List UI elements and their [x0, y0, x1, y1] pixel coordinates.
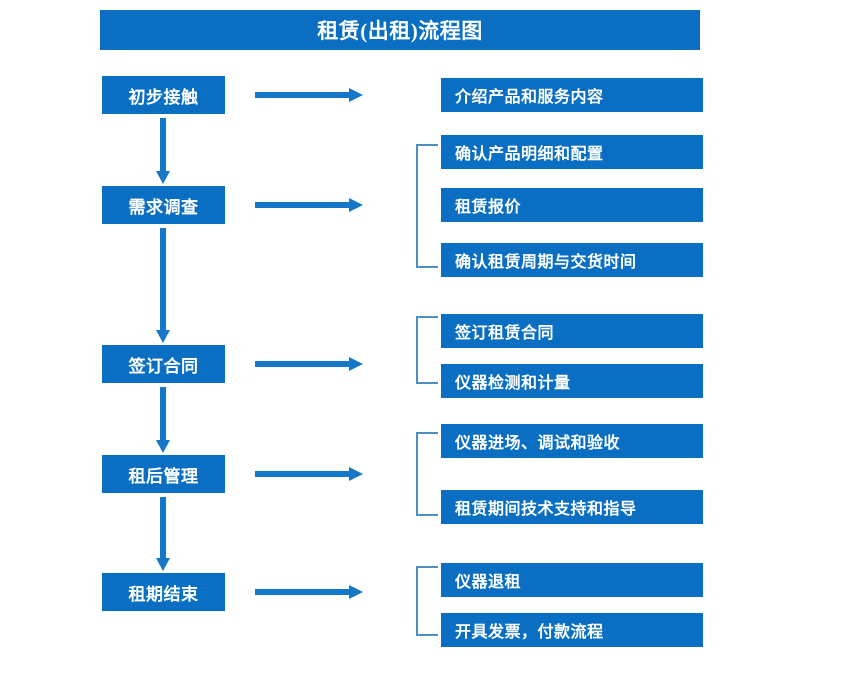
stage-box-5[interactable]: 租期结束 — [102, 573, 225, 611]
group-bracket-5 — [416, 566, 438, 636]
group-bracket-3 — [416, 316, 438, 384]
detail-box-1[interactable]: 介绍产品和服务内容 — [441, 78, 703, 112]
vertical-arrow-2 — [154, 228, 172, 343]
vertical-arrow-4 — [154, 497, 172, 571]
vertical-arrow-3 — [154, 387, 172, 453]
horizontal-arrow-4 — [255, 465, 365, 483]
detail-box-2[interactable]: 确认产品明细和配置 — [441, 135, 703, 169]
group-bracket-2 — [416, 144, 438, 268]
stage-box-2[interactable]: 需求调查 — [102, 186, 225, 224]
detail-box-4[interactable]: 确认租赁周期与交货时间 — [441, 243, 703, 277]
detail-box-10[interactable]: 开具发票，付款流程 — [441, 613, 703, 647]
horizontal-arrow-5 — [255, 583, 365, 601]
detail-box-3[interactable]: 租赁报价 — [441, 188, 703, 222]
detail-box-8[interactable]: 租赁期间技术支持和指导 — [441, 490, 703, 524]
group-bracket-4 — [416, 432, 438, 516]
detail-box-9[interactable]: 仪器退租 — [441, 563, 703, 597]
detail-box-7[interactable]: 仪器进场、调试和验收 — [441, 424, 703, 458]
horizontal-arrow-2 — [255, 196, 365, 214]
stage-box-4[interactable]: 租后管理 — [102, 455, 225, 493]
flowchart-title: 租赁(出租)流程图 — [100, 10, 700, 50]
stage-box-3[interactable]: 签订合同 — [102, 345, 225, 383]
detail-box-6[interactable]: 仪器检测和计量 — [441, 364, 703, 398]
horizontal-arrow-3 — [255, 355, 365, 373]
horizontal-arrow-1 — [255, 86, 365, 104]
stage-box-1[interactable]: 初步接触 — [102, 76, 225, 114]
vertical-arrow-1 — [154, 118, 172, 184]
detail-box-5[interactable]: 签订租赁合同 — [441, 314, 703, 348]
